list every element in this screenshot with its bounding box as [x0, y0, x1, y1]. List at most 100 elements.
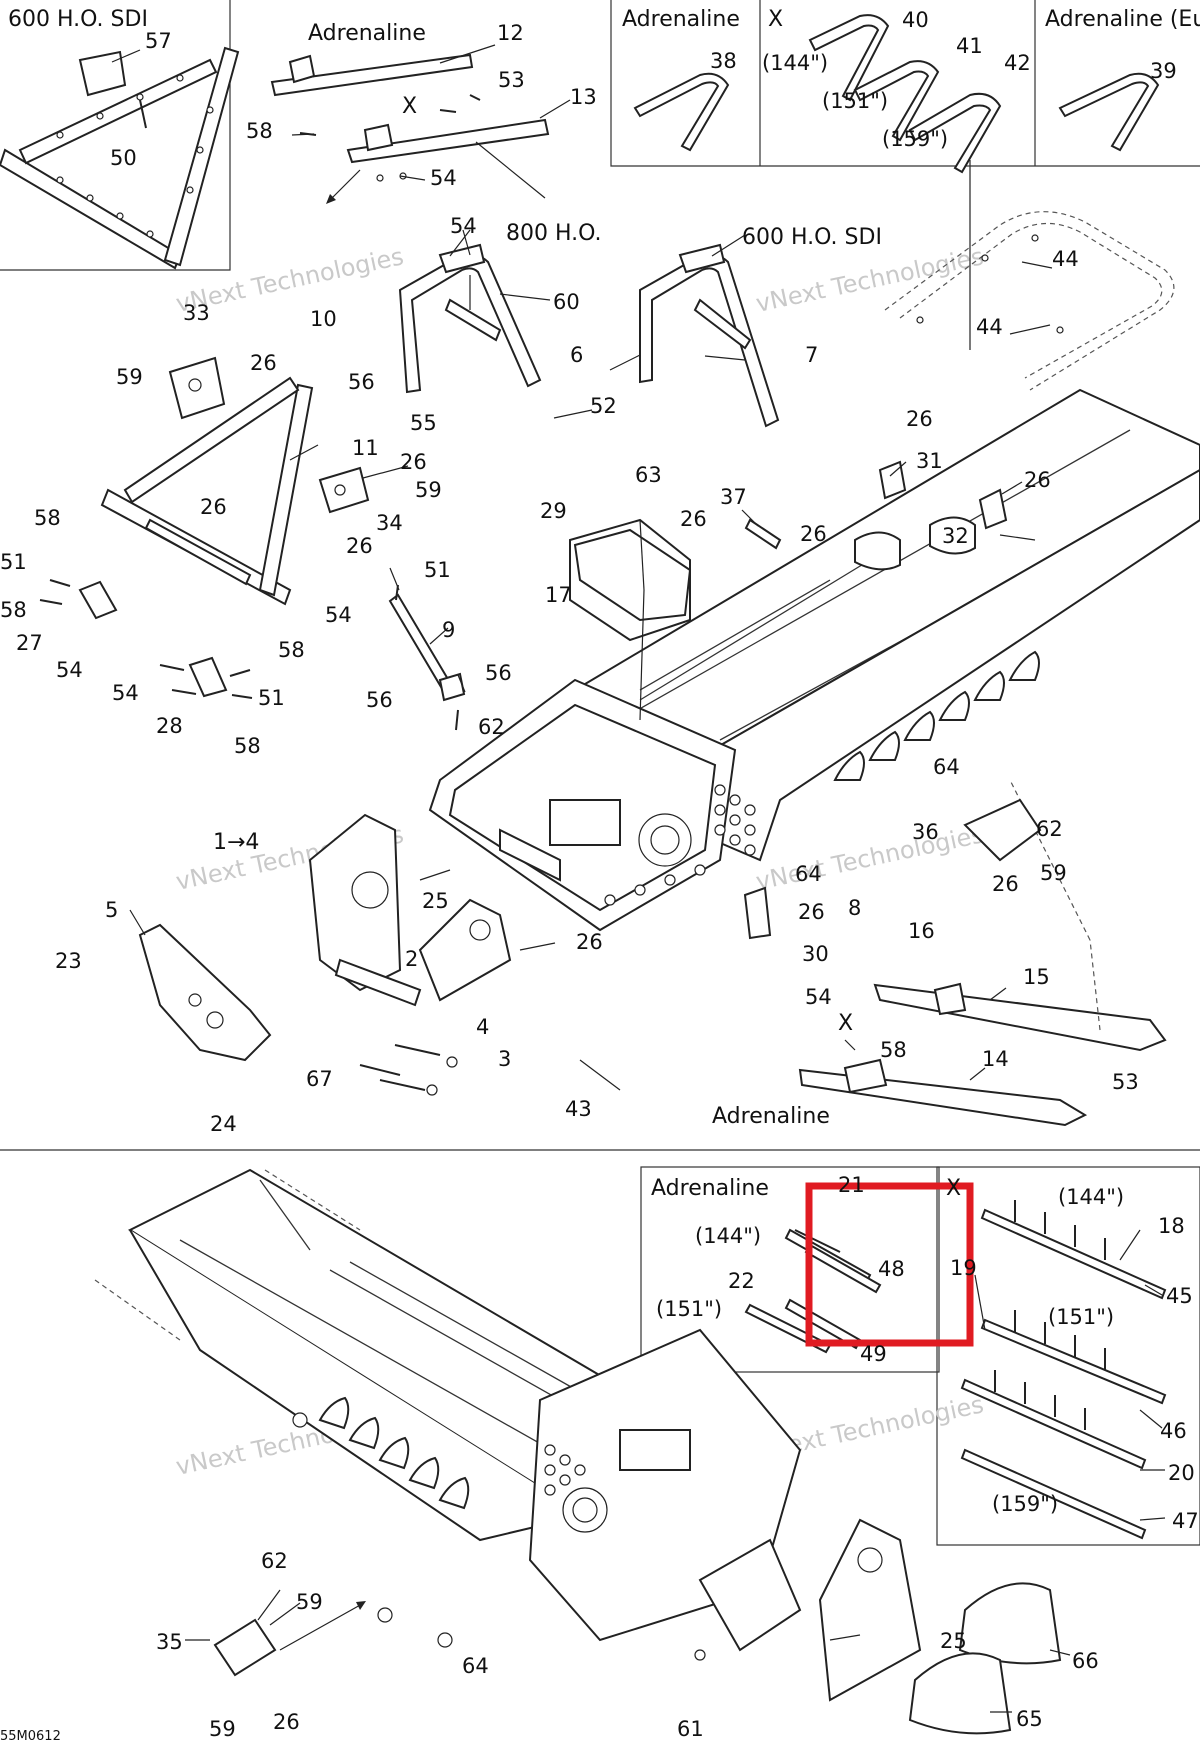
part-number: 44	[1052, 247, 1079, 271]
part-number: 24	[210, 1112, 237, 1136]
size-label: (151")	[1048, 1305, 1114, 1329]
part-number: 49	[860, 1342, 887, 1366]
part-number: 55	[410, 411, 437, 435]
rear-bumper-outline	[884, 160, 1175, 391]
hoop-800ho-6	[398, 243, 542, 394]
size-label: (144")	[1058, 1185, 1124, 1209]
part-number: 32	[942, 524, 969, 548]
part-number: 56	[485, 661, 512, 685]
size-label: (144")	[695, 1224, 761, 1248]
highlight-box	[805, 1182, 974, 1347]
part-number: 52	[590, 394, 617, 418]
part-number: 60	[553, 290, 580, 314]
part-number: 26	[906, 407, 933, 431]
part-number: 51	[424, 558, 451, 582]
variant-label: 600 H.O. SDI	[8, 7, 148, 32]
part-number: 33	[183, 301, 210, 325]
front-a-arm-11	[100, 356, 370, 606]
mark-x: X	[946, 1176, 961, 1201]
part-number: 6	[570, 343, 583, 367]
part-number: 25	[422, 889, 449, 913]
variant-label: Adrenaline	[622, 7, 740, 32]
part-number: 15	[1023, 965, 1050, 989]
size-label: (159")	[992, 1492, 1058, 1516]
part-number: 56	[348, 370, 375, 394]
part-number: 54	[430, 166, 457, 190]
part-number: 30	[802, 942, 829, 966]
inset-600-front-frame	[0, 46, 240, 270]
part-number: 18	[1158, 1214, 1185, 1238]
part-number: 17	[545, 583, 572, 607]
part-number: 62	[261, 1549, 288, 1573]
part-number: 62	[1036, 817, 1063, 841]
part-number: 64	[462, 1654, 489, 1678]
leader-lines	[111, 44, 1166, 1713]
variant-label: Adrenaline	[651, 1176, 769, 1201]
part-number: 54	[450, 214, 477, 238]
slide-rail-strips-x	[960, 1200, 1167, 1540]
part-number: 62	[478, 715, 505, 739]
mark-x: X	[838, 1011, 853, 1036]
front-suspension-cradle	[138, 813, 512, 1096]
part-number: 44	[976, 315, 1003, 339]
variant-label: 600 H.O. SDI	[742, 225, 882, 250]
part-number: 34	[376, 511, 403, 535]
variant-label: Adrenaline (Europe)	[1045, 7, 1200, 32]
watermark: vNext Technologies	[753, 820, 986, 896]
part-number: 63	[635, 463, 662, 487]
panel-borders	[0, 0, 1200, 1546]
part-number: 7	[805, 343, 818, 367]
part-number: 65	[1016, 1707, 1043, 1731]
part-number: 35	[156, 1630, 183, 1654]
part-number: 67	[306, 1067, 333, 1091]
part-number: 58	[0, 598, 27, 622]
mark-x: X	[402, 94, 417, 119]
part-number: 5	[105, 898, 118, 922]
part-number: 58	[880, 1038, 907, 1062]
part-number: 26	[1024, 468, 1051, 492]
part-number: 23	[55, 949, 82, 973]
part-callouts: 2 3 4 5 6 7 8 9 10 11 12 13 14 15 16 17 …	[0, 8, 1199, 1741]
part-number: 59	[415, 478, 442, 502]
part-number: 54	[112, 681, 139, 705]
variant-label: 800 H.O.	[506, 221, 602, 246]
part-number: 54	[325, 603, 352, 627]
part-number: 12	[497, 21, 524, 45]
u-bars-36-40	[633, 14, 1160, 174]
part-number: 2	[405, 947, 418, 971]
tunnel-rear-view	[94, 1168, 1062, 1735]
part-number: 29	[540, 499, 567, 523]
part-number: 26	[400, 450, 427, 474]
part-number: 57	[145, 29, 172, 53]
part-number: 4	[476, 1015, 489, 1039]
brackets-25-26-rod-9	[39, 579, 466, 731]
part-number: 54	[56, 658, 83, 682]
part-number: 3	[498, 1047, 511, 1071]
part-number: 26	[273, 1710, 300, 1734]
part-number: 64	[795, 862, 822, 886]
part-number: 28	[156, 714, 183, 738]
slide-rail-inserts-adrenaline	[744, 1228, 882, 1354]
part-number: 20	[1168, 1461, 1195, 1485]
part-number: 26	[798, 900, 825, 924]
part-number: 36	[912, 820, 939, 844]
part-number: 11	[352, 436, 379, 460]
part-number: 27	[16, 631, 43, 655]
part-number: 41	[956, 34, 983, 58]
part-number: 16	[908, 919, 935, 943]
part-number: 64	[933, 755, 960, 779]
part-number: 66	[1072, 1649, 1099, 1673]
rear-arm-14-15	[798, 779, 1167, 1127]
rear-arm-12-13	[270, 53, 550, 204]
part-number: 59	[296, 1590, 323, 1614]
part-number: 37	[720, 485, 747, 509]
part-number: 25	[940, 1629, 967, 1653]
part-number: 19	[950, 1256, 977, 1280]
main-tunnel-upper	[428, 388, 1200, 932]
part-number: 26	[346, 534, 373, 558]
mark-x: X	[768, 7, 783, 32]
part-number: 59	[1040, 861, 1067, 885]
variant-label: Adrenaline	[308, 21, 426, 46]
part-number: 26	[250, 351, 277, 375]
part-number: 22	[728, 1269, 755, 1293]
